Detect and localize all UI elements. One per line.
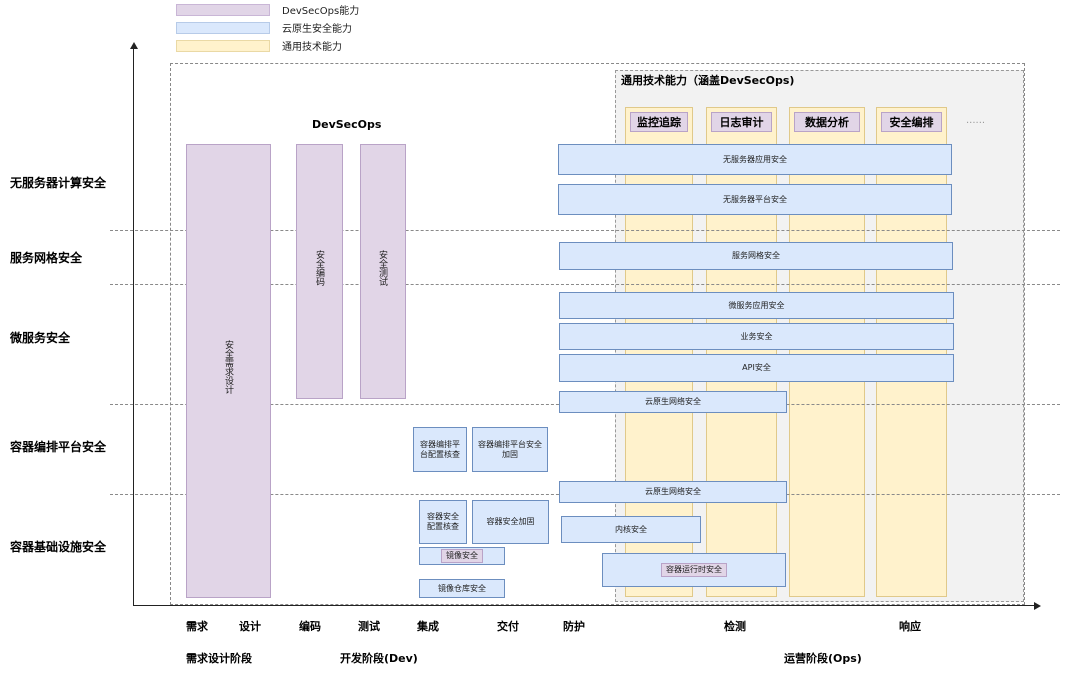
- row-label-microservice: 微服务安全: [10, 331, 71, 345]
- image-security-label: 镜像安全: [441, 549, 483, 563]
- box-cloud-native-network-security: 云原生网络安全: [559, 391, 787, 413]
- diagram-frame: [170, 63, 1025, 605]
- legend-label-cloud-native: 云原生安全能力: [282, 24, 352, 35]
- ellipsis: ......: [966, 115, 986, 126]
- ops-title: 通用技术能力（涵盖DevSecOps): [621, 74, 795, 87]
- box-cloud-native-network-security: 云原生网络安全: [559, 481, 787, 503]
- row-label-container-infrastructure: 容器基础设施安全: [10, 540, 107, 554]
- capability-label-monitoring: 监控追踪: [630, 112, 688, 132]
- capability-label-data-analysis: 数据分析: [794, 112, 860, 132]
- box-orchestration-config-check: 容器编排平台配置核查: [413, 427, 467, 472]
- devsecops-bar-label: 安全测试: [377, 250, 387, 286]
- x-label-delivery: 交付: [497, 620, 519, 633]
- x-label-integration: 集成: [417, 620, 439, 633]
- devsecops-bar-label: 安全编码: [314, 250, 324, 286]
- legend-label-devsecops: DevSecOps能力: [282, 6, 360, 17]
- capability-label-security-orchestration: 安全编排: [881, 112, 942, 132]
- x-label-design: 设计: [239, 620, 261, 633]
- capability-column-security-orchestration: [876, 107, 947, 597]
- x-label-coding: 编码: [299, 620, 321, 633]
- row-separator: [110, 284, 1060, 285]
- devsecops-bar-secure-coding: [296, 144, 343, 399]
- box-serverless-platform-security: 无服务器平台安全: [558, 184, 952, 215]
- devsecops-title: DevSecOps: [312, 118, 382, 131]
- box-image-registry-security: 镜像仓库安全: [419, 579, 505, 598]
- box-service-mesh-security: 服务网格安全: [559, 242, 953, 270]
- y-axis-arrow-icon: [130, 42, 138, 49]
- x-label-response: 响应: [899, 620, 921, 633]
- box-image-security: 镜像安全: [419, 547, 505, 565]
- x-axis: [133, 605, 1035, 606]
- capability-column-data-analysis: [789, 107, 865, 597]
- row-label-service-mesh: 服务网格安全: [10, 251, 83, 265]
- legend-swatch-cloud-native: [176, 22, 270, 34]
- box-business-security: 业务安全: [559, 323, 954, 350]
- box-api-security: API安全: [559, 354, 954, 382]
- row-label-serverless: 无服务器计算安全: [10, 176, 107, 190]
- x-axis-arrow-icon: [1034, 602, 1041, 610]
- row-separator: [110, 230, 1060, 231]
- box-kernel-security: 内核安全: [561, 516, 701, 543]
- x-label-protection: 防护: [563, 620, 585, 633]
- devsecops-bar-security-testing: [360, 144, 406, 399]
- box-serverless-app-security: 无服务器应用安全: [558, 144, 952, 175]
- box-orchestration-hardening: 容器编排平台安全加固: [472, 427, 548, 472]
- capability-column-log-audit: [706, 107, 777, 597]
- legend-swatch-devsecops: [176, 4, 270, 16]
- box-container-hardening: 容器安全加固: [472, 500, 549, 544]
- phase-requirement-design: 需求设计阶段: [186, 652, 252, 665]
- devsecops-bar-requirement-design: [186, 144, 271, 598]
- y-axis: [133, 48, 134, 605]
- devsecops-bar-label: 安全需求设计: [223, 340, 233, 394]
- capability-label-log-audit: 日志审计: [711, 112, 772, 132]
- x-label-requirement: 需求: [186, 620, 208, 633]
- phase-development: 开发阶段(Dev): [340, 652, 418, 665]
- box-runtime-security: 容器运行时安全: [602, 553, 786, 587]
- row-label-container-orchestration: 容器编排平台安全: [10, 440, 107, 454]
- legend-label-general: 通用技术能力: [282, 42, 342, 53]
- phase-operations: 运营阶段(Ops): [784, 652, 862, 665]
- x-label-detection: 检测: [724, 620, 746, 633]
- x-label-testing: 测试: [358, 620, 380, 633]
- legend-swatch-general: [176, 40, 270, 52]
- box-microservice-app-security: 微服务应用安全: [559, 292, 954, 319]
- runtime-security-label: 容器运行时安全: [661, 563, 727, 577]
- box-container-config-check: 容器安全配置核查: [419, 500, 467, 544]
